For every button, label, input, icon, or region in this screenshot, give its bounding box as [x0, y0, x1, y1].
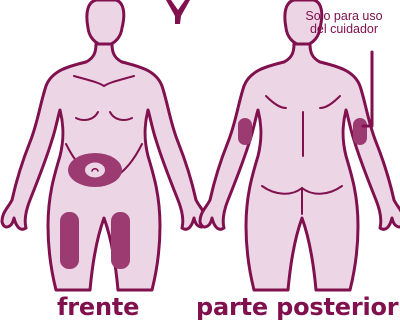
- front-label: frente: [57, 293, 140, 321]
- callout-leader-line: [361, 50, 374, 128]
- title-fragment: [166, 0, 190, 24]
- left-thigh-injection-site: [60, 212, 79, 269]
- front-body-figure: [0, 0, 208, 292]
- callout-line-1: Solo para uso: [305, 9, 383, 23]
- front-injection-sites: [60, 153, 130, 269]
- navel: [91, 168, 99, 172]
- back-label: parte posterior: [196, 293, 399, 321]
- back-body-details: [261, 95, 343, 215]
- caregiver-only-callout: Solo para uso del cuidador: [288, 10, 400, 36]
- left-upper-arm-injection-site: [238, 118, 252, 145]
- callout-line-2: del cuidador: [309, 22, 379, 36]
- navel-exclusion-zone: [85, 162, 105, 178]
- back-body-figure: [198, 0, 400, 292]
- right-thigh-injection-site: [111, 212, 130, 269]
- right-upper-arm-injection-site: [353, 118, 367, 145]
